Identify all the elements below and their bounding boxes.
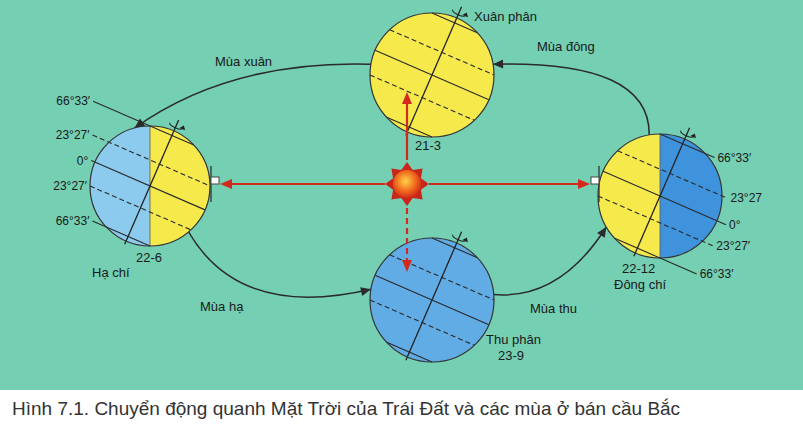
earth-globe: 22-6Hạ chí <box>90 126 210 246</box>
tropic-line <box>92 135 210 186</box>
latitude-label: 66°33′ <box>717 151 751 165</box>
globe-border <box>90 126 210 246</box>
arrow-head <box>597 227 606 238</box>
globe-date: Hạ chí <box>92 266 130 280</box>
globe-border <box>370 238 494 362</box>
latitude-label: 66°33′ <box>700 267 734 281</box>
orbit-path <box>189 232 371 297</box>
sun-ray-arrow <box>230 183 385 185</box>
night-day-half <box>660 134 722 258</box>
season-label: Mùa xuân <box>215 55 272 69</box>
right-angle-mark <box>211 177 219 184</box>
globe-date: 21-3 <box>415 139 441 153</box>
right-angle-mark <box>591 177 599 184</box>
earth-globe: Thu phân23-9 <box>370 238 494 362</box>
sun-ray-arrow <box>406 102 408 160</box>
sun <box>393 170 421 198</box>
arrow-head <box>578 179 590 189</box>
orbit-arrow <box>493 59 649 134</box>
rotation-head <box>690 132 697 138</box>
orbit-path <box>493 64 649 135</box>
rotation-head <box>462 11 469 17</box>
globe-date: Đông chí <box>614 278 666 292</box>
globe-outline <box>370 13 494 137</box>
earth-globe: Xuân phân21-3 <box>370 13 494 137</box>
globe-outline <box>90 126 210 246</box>
night-day-half <box>90 126 150 246</box>
globe-border <box>598 134 722 258</box>
rotation-head <box>462 236 469 242</box>
arrow-head <box>220 179 232 189</box>
globe-outline <box>370 238 494 362</box>
globe-title: Xuân phân <box>474 10 537 24</box>
orbit-arrow <box>134 64 370 128</box>
latitude-label: 23°27′ <box>56 128 90 142</box>
latitude-label: 0° <box>729 218 740 232</box>
earth-axis <box>125 120 179 244</box>
globe-title: Thu phân <box>486 333 541 347</box>
polar-circle-line <box>93 101 194 145</box>
equator-line <box>603 171 726 224</box>
earth-axis <box>634 128 690 257</box>
figure-caption: Hình 7.1. Chuyển động quanh Mặt Trời của… <box>12 398 680 420</box>
earth-axis <box>406 7 462 136</box>
globe-date: 23-9 <box>498 349 524 363</box>
season-label: Mùa hạ <box>200 300 243 314</box>
arrow-head <box>493 59 503 68</box>
season-label: Mùa đông <box>537 40 595 54</box>
arrow-head <box>402 92 412 104</box>
globe-outline <box>598 134 722 258</box>
night-day-half <box>598 134 660 258</box>
globe-border <box>370 13 494 137</box>
orbit-arrow <box>494 227 607 295</box>
equator-line <box>91 161 205 210</box>
season-label: Mùa thu <box>530 302 577 316</box>
latitude-label: 23°27′ <box>53 179 87 193</box>
orbit-arrow <box>189 232 371 297</box>
night-day-half <box>150 126 210 246</box>
arrow-head <box>360 287 371 296</box>
sun-ray-arrow <box>429 183 580 185</box>
sun-rays <box>385 162 429 206</box>
orbit-path <box>134 64 370 128</box>
arrow-head <box>402 260 412 272</box>
globe-title: 22-6 <box>136 251 162 265</box>
latitude-label: 66°33′ <box>56 214 90 228</box>
latitude-label: 23°27′ <box>716 239 750 253</box>
earth-axis <box>406 232 462 361</box>
globe-title: 22-12 <box>622 262 655 276</box>
orbit-path <box>494 227 607 295</box>
rotation-head <box>180 124 187 130</box>
latitude-label: 0° <box>77 154 88 168</box>
earth-globe: 22-12Đông chí <box>598 134 722 258</box>
latitude-label: 66°33′ <box>56 94 90 108</box>
polar-circle-line <box>92 221 150 246</box>
latitude-label: 23°27 <box>731 191 763 205</box>
sun-ray-arrow <box>406 208 408 262</box>
tropic-line <box>618 151 728 199</box>
